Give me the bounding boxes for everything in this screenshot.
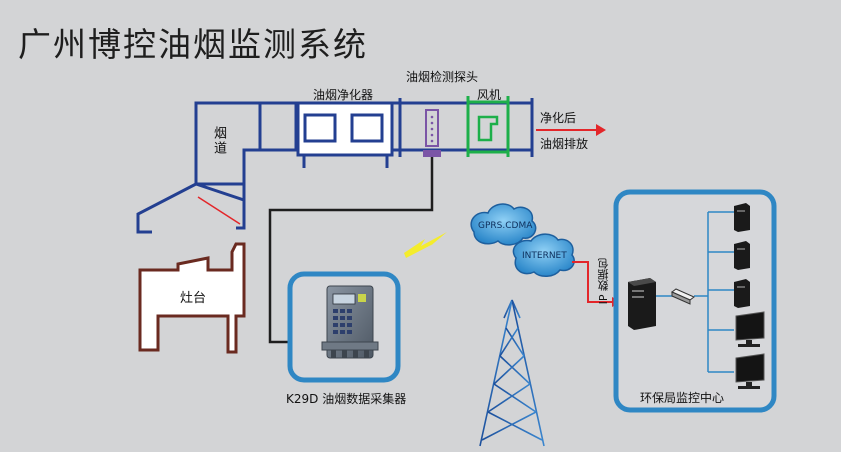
wireless-bolt bbox=[404, 232, 447, 258]
gprs-label: GPRS.CDMA bbox=[478, 221, 533, 231]
client-pc-1 bbox=[734, 203, 750, 232]
sensor-label: 油烟检测探头 bbox=[406, 70, 479, 84]
purifier-unit bbox=[296, 101, 394, 168]
gprs-cloud bbox=[470, 203, 537, 246]
main-server bbox=[628, 278, 656, 330]
purifier-label: 油烟净化器 bbox=[313, 88, 374, 102]
client-pc-2 bbox=[734, 241, 750, 270]
purified-label: 净化后 bbox=[540, 111, 577, 125]
sensor-probe bbox=[423, 109, 441, 157]
fan-unit bbox=[466, 96, 510, 157]
collector-device bbox=[321, 285, 379, 359]
client-pc-3 bbox=[734, 279, 750, 308]
center-label: 环保局监控中心 bbox=[640, 391, 725, 405]
flue-red-line bbox=[197, 196, 241, 225]
collector-label: K29D 油烟数据采集器 bbox=[286, 392, 407, 406]
output-arrow bbox=[536, 124, 606, 136]
internet-cloud bbox=[512, 233, 575, 277]
exhaust-label: 油烟排放 bbox=[540, 137, 589, 151]
exhaust-duct bbox=[392, 98, 534, 157]
fan-label: 风机 bbox=[477, 88, 502, 102]
flue-duct bbox=[136, 101, 298, 234]
network-lines bbox=[656, 211, 734, 373]
page-title: 广州博控油烟监测系统 bbox=[18, 25, 368, 64]
flue-label: 烟道 bbox=[211, 126, 226, 156]
signal-tower bbox=[479, 272, 545, 447]
signal-cable bbox=[268, 157, 434, 344]
ip-packet-label: IP 数据包 bbox=[597, 258, 610, 305]
internet-label: INTERNET bbox=[522, 251, 567, 261]
stove bbox=[138, 242, 246, 354]
network-switch bbox=[671, 288, 695, 305]
monitor-1 bbox=[735, 311, 765, 347]
stove-label: 灶台 bbox=[180, 291, 207, 306]
monitor-2 bbox=[735, 353, 765, 389]
